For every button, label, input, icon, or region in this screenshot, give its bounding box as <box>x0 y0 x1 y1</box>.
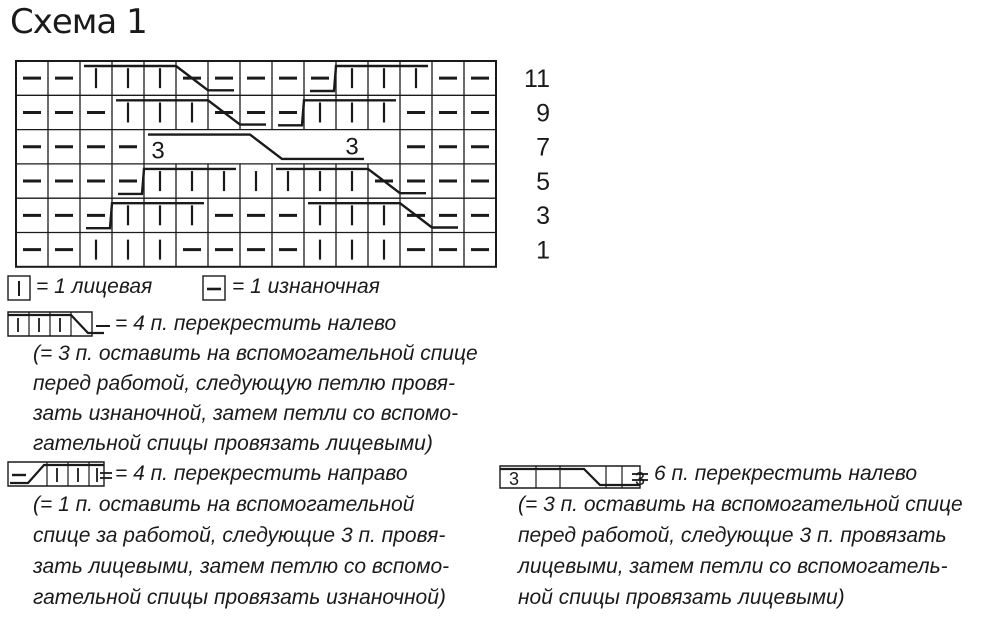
cable-cross-right-row-5 <box>118 167 236 196</box>
legend-cross-left-6-line-1: (= 3 п. оставить на вспомогательной спиц… <box>518 493 963 516</box>
legend-cross-left-6-line-2: перед работой, следующие 3 п. провязать <box>518 524 947 547</box>
legend-purl-label: = 1 изнаночная <box>232 275 380 298</box>
legend-cross-right-4-line-3: зать лицевыми, затем петлю со вспомо- <box>33 555 450 578</box>
cable-cross-left-row-11 <box>84 64 234 92</box>
row-number: 11 <box>524 65 550 93</box>
chart-grid <box>15 60 497 268</box>
cable-cross-left-row-3 <box>308 202 458 229</box>
legend-cross-left-4-line-3: зать изнаночной, затем петли со вспомо- <box>33 402 459 425</box>
row-number: 9 <box>536 99 550 127</box>
legend-cross-left-4-title: = 4 п. перекрестить налево <box>115 312 397 335</box>
cable-number-label: 3 <box>151 138 164 165</box>
row-number: 3 <box>536 202 550 230</box>
cable-cross-left-row-9 <box>116 99 266 126</box>
cable-cross-right-row-11 <box>310 64 428 93</box>
legend-cross-right-4-line-2: спице за работой, следующие 3 п. провя- <box>33 524 446 547</box>
cable-number-label: 3 <box>509 469 519 489</box>
cable-line <box>8 313 104 335</box>
cable-line <box>10 463 104 485</box>
legend-cross-left-4-line-4: гательной спицы провязать лицевыми) <box>33 432 433 455</box>
cable-line <box>500 467 640 487</box>
row-number: 1 <box>536 237 550 265</box>
legend-knit-label: = 1 лицевая <box>36 275 153 298</box>
legend-cross-left-6-icon <box>499 465 641 489</box>
legend-cross-right-4-line-4: гательной спицы провязать изнаночной) <box>33 586 446 609</box>
cable-cross-left-6-row-7 <box>148 133 364 161</box>
legend-cross-right-4-title: = 4 п. перекрестить направо <box>115 462 408 485</box>
legend-cross-right-4-icon <box>7 461 105 487</box>
legend-cross-left-6-line-4: ной спицы провязать лицевыми) <box>518 586 845 609</box>
cable-number-label: 3 <box>345 134 358 161</box>
legend-cross-left-4-line-2: перед работой, следующую петлю провя- <box>33 372 455 395</box>
legend-cross-left-4-icon <box>7 311 93 337</box>
legend-purl-icon <box>202 275 226 301</box>
legend-cross-right-4-line-1: (= 1 п. оставить на вспомогательной <box>33 493 415 516</box>
legend-cross-left-4-line-1: (= 3 п. оставить на вспомогательной спиц… <box>33 342 478 365</box>
legend-knit-icon <box>7 275 31 301</box>
page-title: Схема 1 <box>10 2 148 42</box>
cable-cross-right-row-3 <box>86 202 204 230</box>
legend-cross-left-6-title: 6 п. перекрестить налево <box>654 462 918 485</box>
row-numbers: 11 9 7 5 3 1 <box>524 65 550 265</box>
row-number: 7 <box>536 134 550 162</box>
cable-cross-right-row-9 <box>278 99 396 127</box>
row-number: 5 <box>536 168 550 196</box>
legend-cross-left-6-line-3: лицевыми, затем петли со вспомогатель- <box>518 555 948 578</box>
cable-number-label: 3 <box>635 469 645 489</box>
cable-cross-left-row-5 <box>276 167 426 195</box>
